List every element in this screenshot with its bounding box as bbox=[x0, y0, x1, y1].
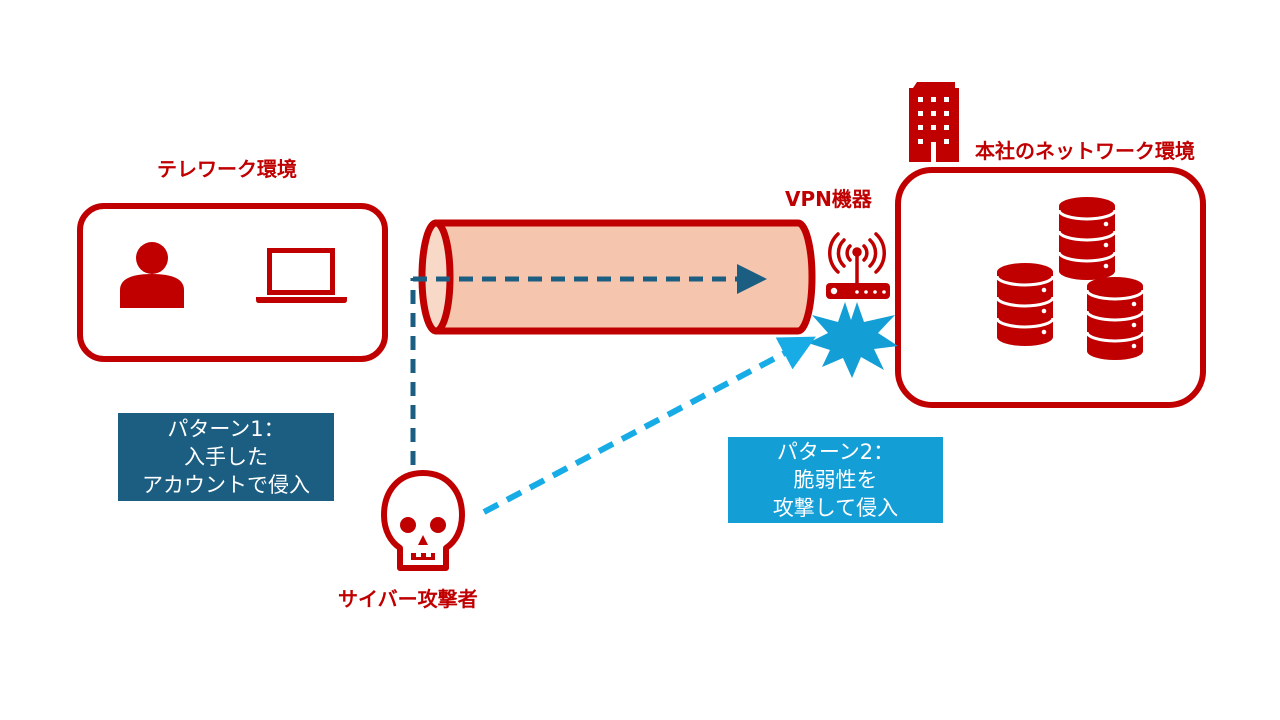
building-icon bbox=[909, 82, 959, 162]
pattern2-box: パターン2： 脆弱性を 攻撃して侵入 bbox=[728, 437, 943, 523]
user-icon bbox=[120, 242, 184, 308]
pattern2-line-2: 脆弱性を bbox=[793, 468, 878, 492]
pattern1-box: パターン1： 入手した アカウントで侵入 bbox=[118, 413, 334, 501]
pattern1-line-2: 入手した bbox=[184, 445, 268, 469]
database-icon bbox=[995, 263, 1055, 346]
vulnerability-burst bbox=[808, 302, 898, 378]
database-icon bbox=[1057, 197, 1117, 280]
database-icon bbox=[1085, 277, 1145, 360]
skull-icon bbox=[381, 470, 465, 571]
wifi-router-icon bbox=[826, 232, 890, 299]
pattern2-line-1: パターン2： bbox=[776, 440, 895, 464]
laptop-icon bbox=[256, 248, 347, 303]
vpn-tunnel bbox=[418, 219, 816, 335]
telework-title: テレワーク環境 bbox=[157, 157, 297, 181]
pattern2-line-3: 攻撃して侵入 bbox=[772, 496, 899, 520]
headquarters-title: 本社のネットワーク環境 bbox=[975, 139, 1195, 163]
pattern1-line-3: アカウントで侵入 bbox=[142, 473, 310, 497]
vpn-title: VPN機器 bbox=[785, 187, 872, 211]
attacker-title: サイバー攻撃者 bbox=[338, 587, 478, 611]
pattern1-line-1: パターン1： bbox=[167, 417, 285, 441]
pattern2-arrow bbox=[482, 336, 816, 515]
